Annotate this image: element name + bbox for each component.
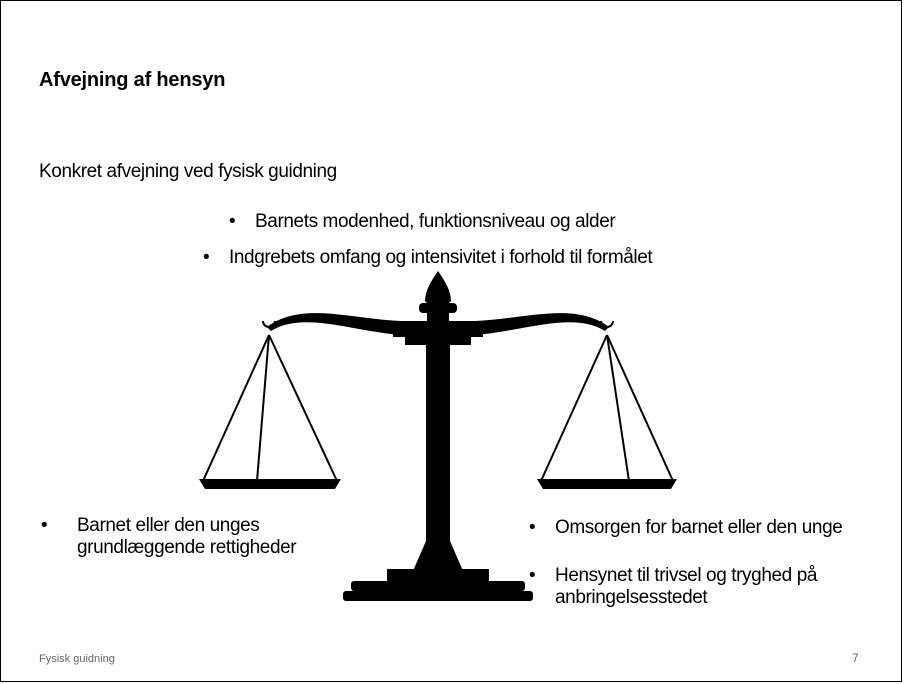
right-bullet-2: • Hensynet til trivsel og tryghed på anb… bbox=[529, 565, 895, 609]
bullet-dot: • bbox=[41, 515, 48, 536]
top-bullet-1: • Barnets modenhed, funktionsniveau og a… bbox=[229, 211, 616, 233]
bullet-dot: • bbox=[203, 247, 210, 268]
bullet-dot: • bbox=[529, 517, 536, 538]
bullet-dot: • bbox=[229, 211, 236, 232]
bullet-text: Barnet eller den unges grundlæggende ret… bbox=[77, 515, 297, 558]
left-bullet-1: • Barnet eller den unges grundlæggende r… bbox=[41, 515, 327, 559]
bullet-text: Omsorgen for barnet eller den unge bbox=[555, 517, 843, 538]
right-bullet-1: • Omsorgen for barnet eller den unge bbox=[529, 517, 875, 539]
bullet-text: Indgrebets omfang og intensivitet i forh… bbox=[229, 247, 653, 268]
top-bullet-2: • Indgrebets omfang og intensivitet i fo… bbox=[203, 247, 653, 269]
bullet-text: Hensynet til trivsel og tryghed på anbri… bbox=[555, 565, 818, 608]
slide-subtitle: Konkret afvejning ved fysisk guidning bbox=[39, 161, 337, 182]
slide-title: Afvejning af hensyn bbox=[39, 69, 226, 91]
bullet-text: Barnets modenhed, funktionsniveau og ald… bbox=[255, 211, 616, 232]
slide-footer: Fysisk guidning bbox=[39, 653, 115, 665]
bullet-dot: • bbox=[529, 565, 536, 586]
page-number: 7 bbox=[852, 651, 859, 665]
